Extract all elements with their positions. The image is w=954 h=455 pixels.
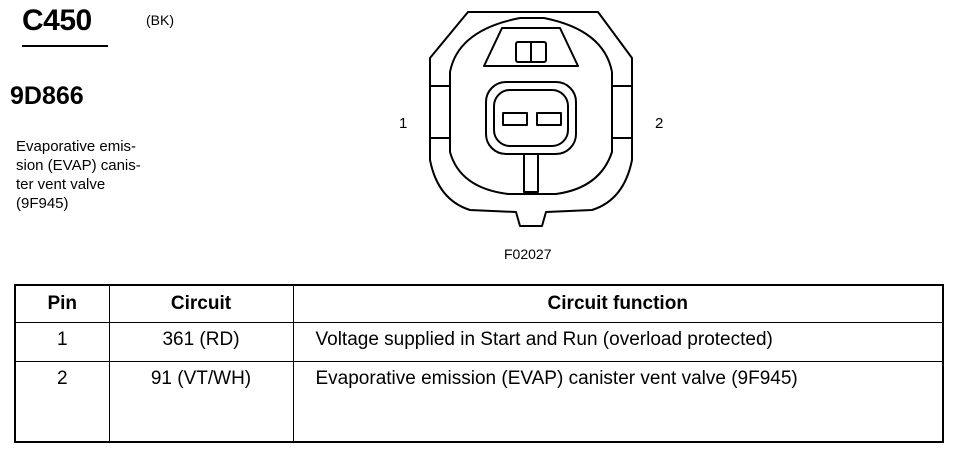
component-id: 9D866 [10,82,84,110]
connector-face-drawing [429,11,633,227]
component-description-line: sion (EVAP) canis- [16,157,141,174]
figure-id: F02027 [504,246,552,262]
connector-side-notch-right [611,85,632,139]
header-pin: Pin [14,284,110,323]
connector-shroud [449,17,613,195]
connector-housing-outline [429,11,633,227]
cell-circuit: 361 (RD) [108,322,294,362]
table-row: 2 91 (VT/WH) Evaporative emission (EVAP)… [14,361,944,443]
table-row: 1 361 (RD) Voltage supplied in Start and… [14,322,944,362]
terminal-pin-1 [502,112,528,126]
component-description: Evaporative emis- sion (EVAP) canis- ter… [16,137,186,213]
component-description-line: (9F945) [16,195,69,212]
header-circuit: Circuit [108,284,294,323]
terminal-cavity [485,81,577,155]
connector-key-rib [523,154,539,193]
component-description-line: Evaporative emis- [16,138,137,155]
connector-latch [483,27,579,67]
component-description-line: ter vent valve [16,176,106,193]
pin-label-2: 2 [655,115,664,132]
header-circuit-function: Circuit function [292,284,944,323]
pin-label-1: 1 [399,115,408,132]
connector-color-code: (BK) [146,12,174,28]
cell-circuit: 91 (VT/WH) [108,361,294,443]
connector-id: C450 [22,4,92,37]
pinout-table: Pin Circuit Circuit function 1 361 (RD) … [14,284,944,443]
terminal-cavity-inner [493,89,569,147]
cell-circuit-function: Evaporative emission (EVAP) canister ven… [292,361,944,443]
connector-id-underline [22,45,108,47]
cell-pin: 1 [14,322,110,362]
cell-circuit-function: Voltage supplied in Start and Run (overl… [292,322,944,362]
terminal-pin-2 [536,112,562,126]
cell-pin: 2 [14,361,110,443]
connector-side-notch-left [430,85,451,139]
table-header-row: Pin Circuit Circuit function [14,284,944,323]
